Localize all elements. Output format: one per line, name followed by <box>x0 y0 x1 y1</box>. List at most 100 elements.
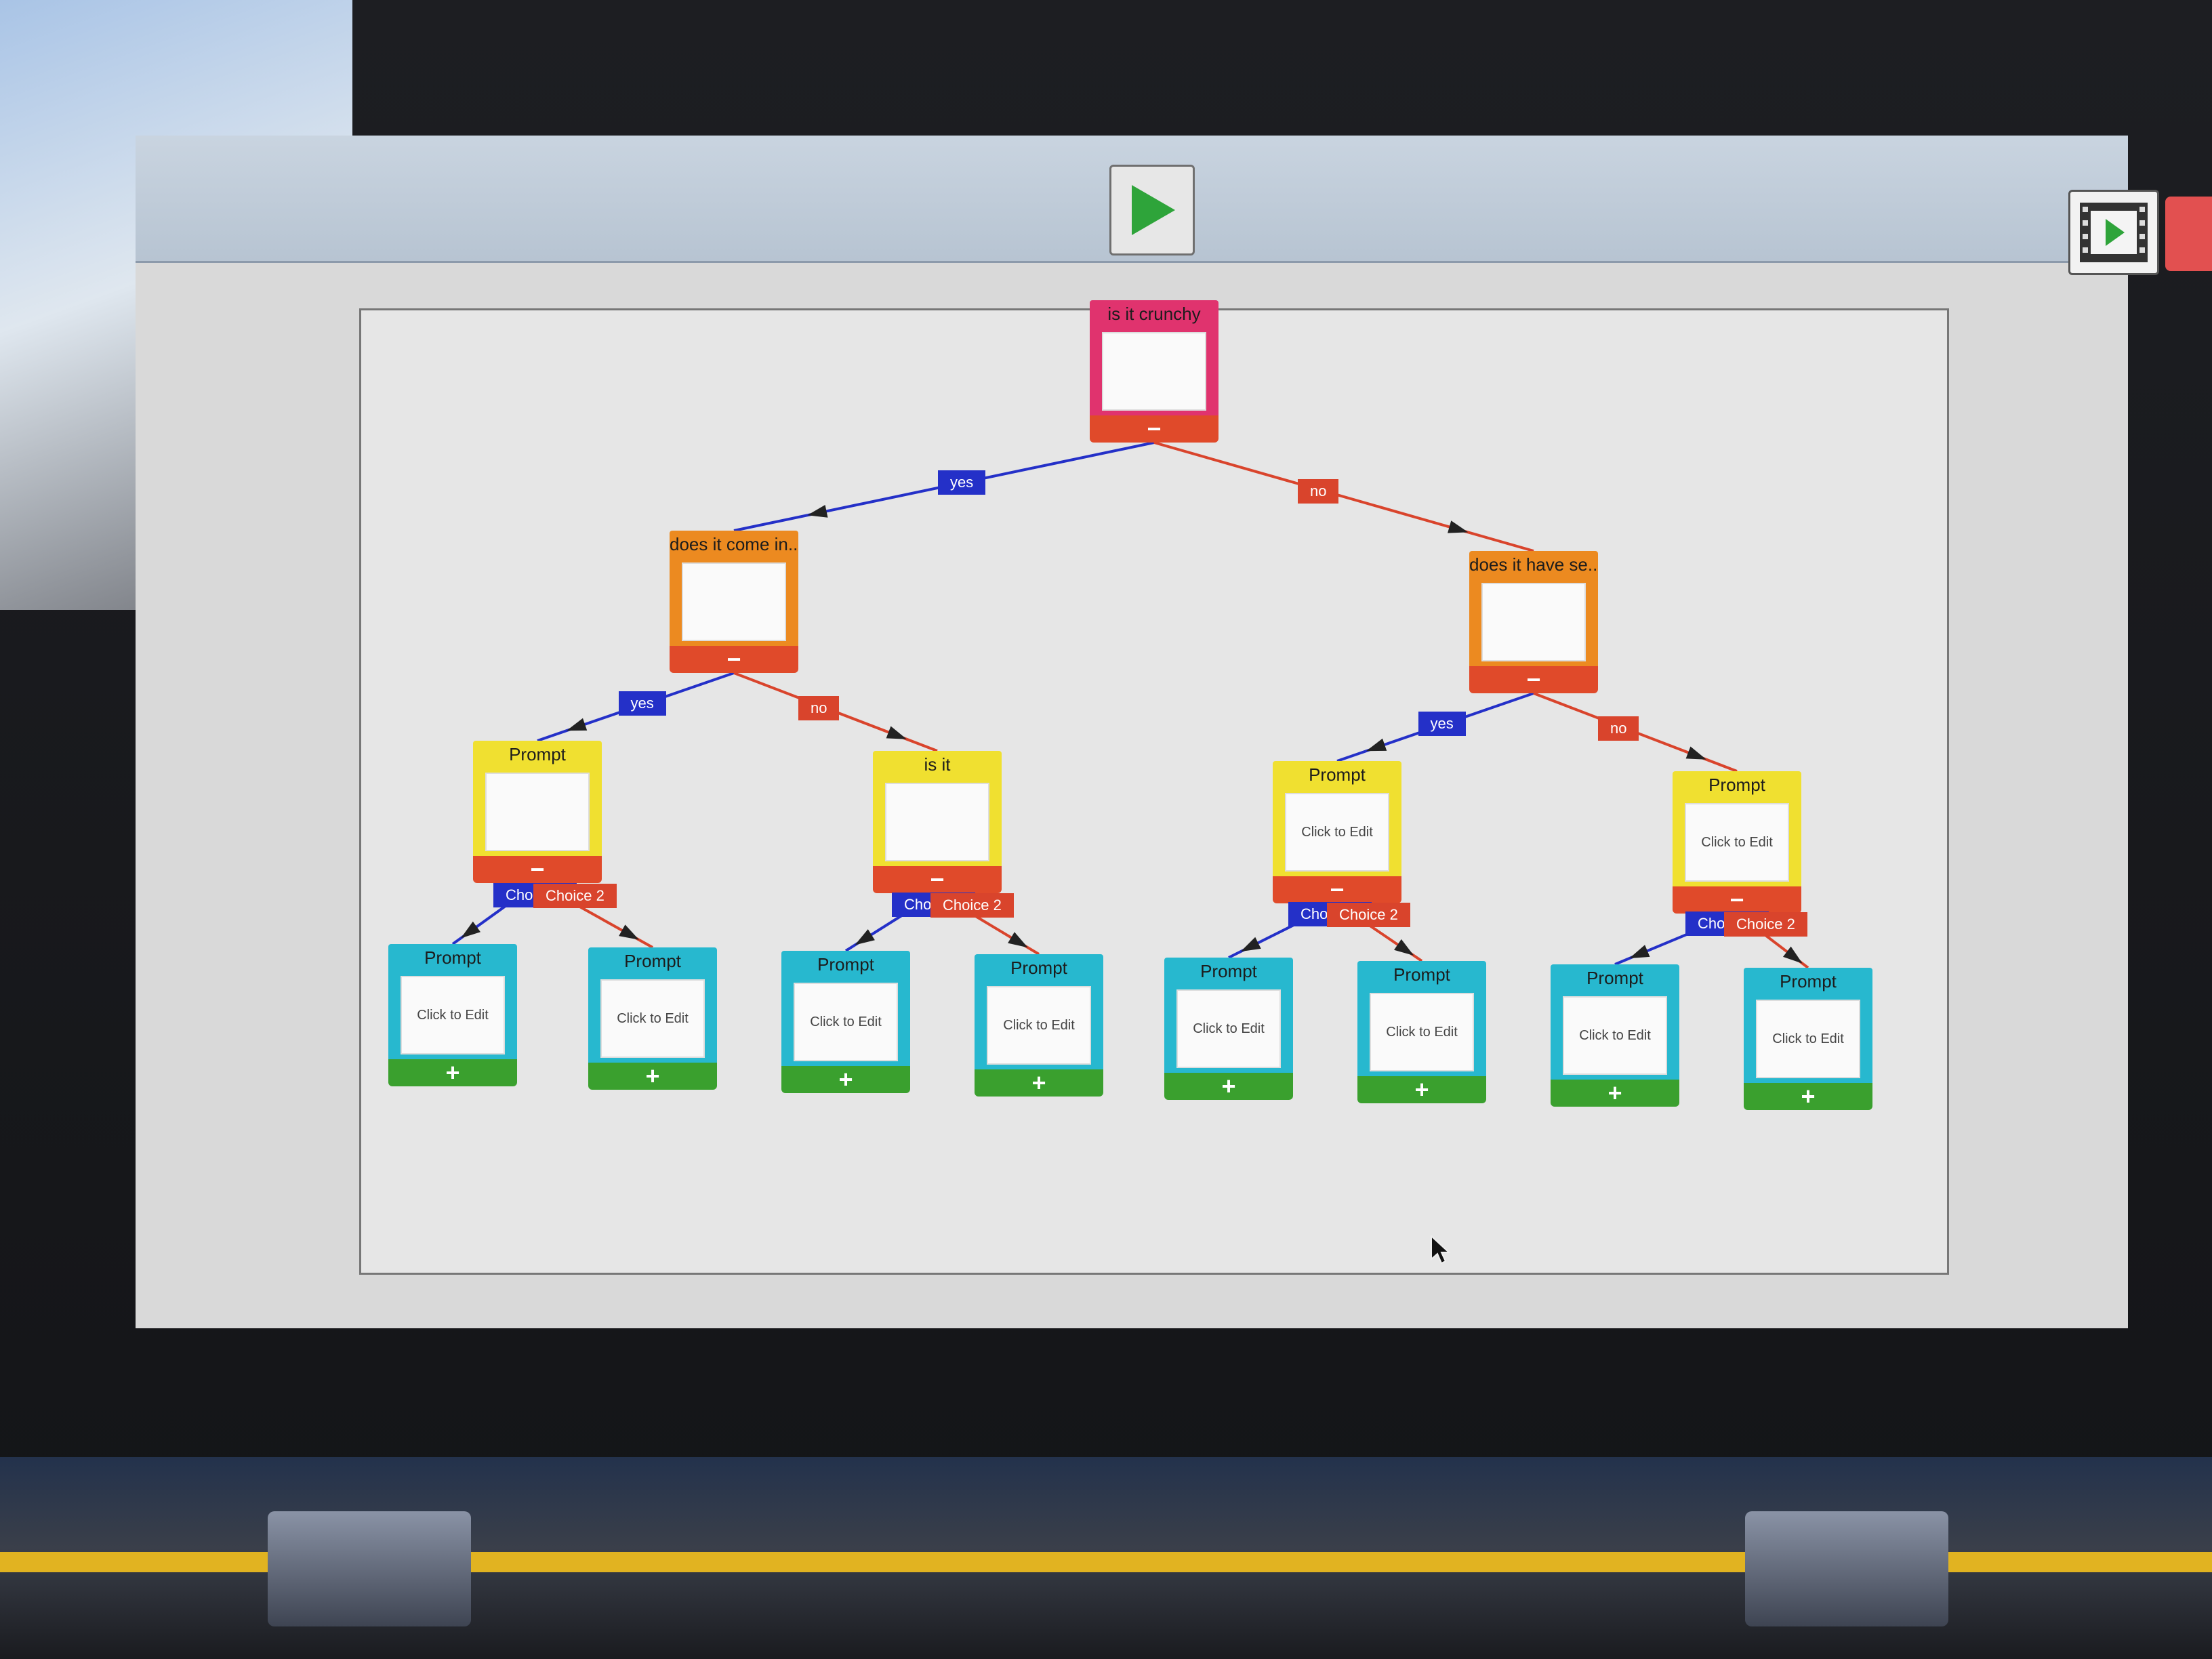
add-child-button[interactable]: + <box>1357 1076 1486 1103</box>
node-body: Click to Edit <box>388 971 517 1059</box>
edge-label-no[interactable]: no <box>1598 716 1639 741</box>
node-title[interactable]: does it have se... <box>1469 551 1598 578</box>
arrow-icon <box>461 921 480 939</box>
node-title[interactable]: is it <box>873 751 1002 778</box>
remove-node-button[interactable]: − <box>1469 665 1598 693</box>
node-edit-area[interactable]: Click to Edit <box>987 986 1091 1065</box>
remove-node-button[interactable]: − <box>473 855 602 883</box>
add-child-button[interactable]: + <box>1744 1082 1872 1110</box>
film-button[interactable] <box>2068 190 2159 275</box>
remove-node-button[interactable]: − <box>670 645 798 673</box>
laptop-hinge-right <box>1745 1511 1948 1626</box>
edge-label-no[interactable]: no <box>798 695 840 720</box>
remove-node-button[interactable]: − <box>1673 886 1801 914</box>
add-child-button[interactable]: + <box>781 1065 910 1093</box>
edge-label-choice2[interactable]: Choice 2 <box>1724 912 1807 937</box>
edge-label-choice2[interactable]: Choice 2 <box>1327 903 1410 927</box>
add-child-button[interactable]: + <box>388 1059 517 1086</box>
node-body: Click to Edit <box>1673 798 1801 886</box>
toolbar <box>136 136 2212 275</box>
arrow-icon <box>1448 520 1469 533</box>
node-edit-area[interactable] <box>1102 332 1206 411</box>
node-body <box>670 558 798 646</box>
node-body <box>1469 578 1598 666</box>
node-body: Click to Edit <box>1164 985 1293 1073</box>
node-title[interactable]: does it come in... <box>670 531 798 558</box>
node-edit-area[interactable]: Click to Edit <box>1563 996 1667 1075</box>
edge-root-right <box>1153 441 1534 552</box>
question-node-lr[interactable]: is it − <box>873 751 1002 893</box>
film-play-icon <box>2080 203 2148 262</box>
node-title[interactable]: Prompt <box>975 954 1103 981</box>
question-node-root[interactable]: is it crunchy − <box>1090 300 1218 443</box>
node-edit-area[interactable]: Click to Edit <box>1176 989 1281 1068</box>
laptop-hinge-left <box>268 1511 471 1626</box>
node-body: Click to Edit <box>1744 995 1872 1083</box>
node-title[interactable]: Prompt <box>1551 964 1679 991</box>
arrow-icon <box>1394 939 1414 956</box>
node-edit-area[interactable] <box>682 562 786 641</box>
question-node-left[interactable]: does it come in... − <box>670 531 798 673</box>
node-body <box>1090 327 1218 415</box>
question-node-ll[interactable]: Prompt − <box>473 741 602 883</box>
node-title[interactable]: Prompt <box>781 951 910 978</box>
close-tab-button[interactable] <box>2165 197 2212 271</box>
edge-label-choice2[interactable]: Choice 2 <box>533 884 617 908</box>
node-title[interactable]: Prompt <box>473 741 602 768</box>
node-edit-area[interactable] <box>1481 583 1586 661</box>
add-child-button[interactable]: + <box>975 1069 1103 1097</box>
node-edit-area[interactable]: Click to Edit <box>1685 803 1789 882</box>
node-body: Click to Edit <box>1357 988 1486 1076</box>
node-edit-area[interactable]: Click to Edit <box>1756 1000 1860 1078</box>
question-node-right[interactable]: does it have se... − <box>1469 551 1598 693</box>
arrow-icon <box>855 929 875 945</box>
arrow-icon <box>886 726 907 739</box>
flowchart-canvas[interactable]: is it crunchy−does it come in...−does it… <box>359 300 1949 1275</box>
node-edit-area[interactable]: Click to Edit <box>401 976 505 1054</box>
add-child-button[interactable]: + <box>588 1062 717 1090</box>
mouse-cursor-icon <box>1431 1235 1450 1265</box>
arrow-icon <box>619 924 639 940</box>
node-edit-area[interactable]: Click to Edit <box>794 983 898 1061</box>
node-title[interactable]: Prompt <box>388 944 517 971</box>
node-edit-area[interactable] <box>885 783 989 861</box>
node-body <box>473 768 602 856</box>
arrow-icon <box>566 718 588 731</box>
node-title[interactable]: Prompt <box>588 947 717 975</box>
edge-label-choice2[interactable]: Choice 2 <box>930 893 1014 918</box>
edge-label-no[interactable]: no <box>1298 479 1339 504</box>
run-button[interactable] <box>1109 165 1195 255</box>
node-title[interactable]: is it crunchy <box>1090 300 1218 327</box>
node-body: Click to Edit <box>781 978 910 1066</box>
remove-node-button[interactable]: − <box>873 865 1002 893</box>
node-title[interactable]: Prompt <box>1273 761 1401 788</box>
node-edit-area[interactable]: Click to Edit <box>1370 993 1474 1071</box>
node-body: Click to Edit <box>588 975 717 1063</box>
add-child-button[interactable]: + <box>1164 1072 1293 1100</box>
edge-label-yes[interactable]: yes <box>938 470 986 495</box>
node-title[interactable]: Prompt <box>1357 961 1486 988</box>
edge-label-yes[interactable]: yes <box>618 691 666 716</box>
add-child-button[interactable]: + <box>1551 1079 1679 1107</box>
arrow-icon <box>1783 946 1803 964</box>
arrow-icon <box>1240 937 1261 952</box>
edge-label-yes[interactable]: yes <box>1418 712 1466 736</box>
node-title[interactable]: Prompt <box>1164 958 1293 985</box>
remove-node-button[interactable]: − <box>1273 876 1401 903</box>
node-title[interactable]: Prompt <box>1744 968 1872 995</box>
node-title[interactable]: Prompt <box>1673 771 1801 798</box>
node-edit-area[interactable]: Click to Edit <box>1285 793 1389 872</box>
node-edit-area[interactable] <box>485 773 590 851</box>
node-edit-area[interactable]: Click to Edit <box>600 979 705 1058</box>
remove-node-button[interactable]: − <box>1090 415 1218 443</box>
